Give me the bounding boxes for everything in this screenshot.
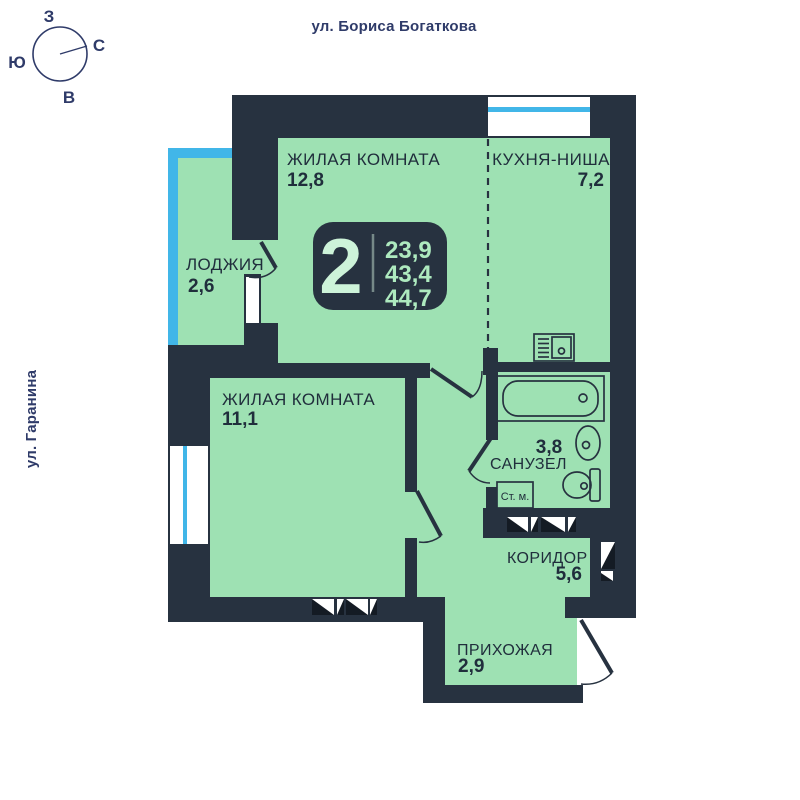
washing-machine-box [496, 481, 534, 509]
hallway-name: ПРИХОЖАЯ [457, 642, 553, 659]
wall-hallway-northeast [565, 597, 636, 618]
vent-hatch [531, 517, 538, 532]
wall-corner-block [232, 95, 278, 240]
apartment-badge: 2 23,9 43,4 44,7 [313, 222, 447, 312]
badge-area-total: 43,4 [385, 261, 432, 288]
badge-rooms-number: 2 [319, 222, 362, 310]
sink-icon [575, 425, 601, 461]
bathtub-icon [496, 375, 605, 422]
shaft-hatch [601, 573, 613, 581]
wall-hallway-west [423, 597, 445, 703]
kitchen-window-glass-line [488, 107, 590, 112]
vent-hatch [337, 599, 344, 615]
wall-room2-corridor-lower [405, 538, 417, 597]
loggia-door-gap [246, 240, 262, 276]
compass-south: Ю [8, 53, 26, 72]
kitchen-floor [487, 138, 610, 362]
entrance-door [579, 618, 614, 686]
room-labels: ЖИЛАЯ КОМНАТА 12,8 КУХНЯ-НИША 7,2 ЛОДЖИЯ… [186, 150, 610, 677]
vent-hatch [507, 517, 528, 532]
compass-east: В [63, 88, 75, 107]
room2-window [170, 446, 208, 544]
fixtures [496, 333, 605, 509]
loggia-glazing [168, 148, 232, 345]
vent-hatch [541, 517, 565, 532]
loggia-window [246, 277, 259, 323]
wall-room1-room2 [168, 363, 430, 378]
kitchen-sink-icon [533, 333, 575, 362]
badge-area-living: 23,9 [385, 237, 432, 264]
shaft-box-small [601, 571, 613, 581]
bathroom-name: САНУЗЕЛ [490, 456, 567, 473]
wall-room2-south [168, 597, 445, 622]
shaft-hatch [601, 542, 615, 569]
loggia-door [248, 241, 278, 279]
hallway-area: 2,9 [458, 656, 484, 677]
badge-background [313, 222, 447, 310]
corridor-name: КОРИДОР [507, 550, 588, 567]
room2-name: ЖИЛАЯ КОМНАТА [222, 390, 375, 409]
bathroom-door [467, 436, 493, 484]
street-label-top: ул. Бориса Богаткова [311, 18, 477, 35]
kitchen-name: КУХНЯ-НИША [492, 150, 610, 169]
doors [248, 241, 614, 686]
corridor-area: 5,6 [556, 564, 582, 585]
loggia-name: ЛОДЖИЯ [186, 255, 264, 274]
room2-window-glass-line [183, 446, 187, 544]
room2-door [415, 490, 443, 544]
wall-bathroom-west-upper [486, 372, 498, 440]
toilet-icon [562, 468, 601, 502]
vent-hatch [346, 599, 368, 615]
wall-east [610, 95, 636, 538]
room1-door [429, 367, 483, 399]
corridor-lower-floor [417, 538, 590, 597]
vent-hatch [370, 599, 377, 615]
kitchen-area: 7,2 [578, 170, 604, 191]
room1-area: 12,8 [287, 170, 324, 191]
vent-blocks [312, 517, 615, 615]
compass-north: С [93, 36, 105, 55]
loggia-glazing-left [168, 148, 178, 345]
vent-hatch [568, 517, 576, 532]
wall-kitchen-bathroom [486, 362, 610, 372]
room2-area: 11,1 [222, 409, 258, 430]
badge-area-full: 44,7 [385, 285, 432, 312]
street-label-left: ул. Гаранина [23, 369, 40, 468]
kitchen-window [488, 97, 590, 136]
vent-hatch [312, 599, 334, 615]
wall-room2-corridor-upper [405, 378, 417, 492]
compass-west: З [44, 7, 55, 26]
wall-hallway-south [423, 685, 583, 703]
room2-door-gap [405, 490, 417, 540]
compass: З С Ю В [8, 7, 105, 107]
windows [170, 97, 590, 544]
living-room-2-floor [210, 378, 405, 597]
bathroom-door-gap [486, 440, 498, 487]
washing-machine-label: Ст. м. [501, 491, 530, 503]
loggia-glazing-top [168, 148, 232, 158]
hallway-floor [445, 597, 577, 685]
bathroom-area: 3,8 [536, 437, 562, 458]
room1-name: ЖИЛАЯ КОМНАТА [287, 150, 440, 169]
loggia-area: 2,6 [188, 276, 214, 297]
compass-needle [59, 45, 88, 55]
